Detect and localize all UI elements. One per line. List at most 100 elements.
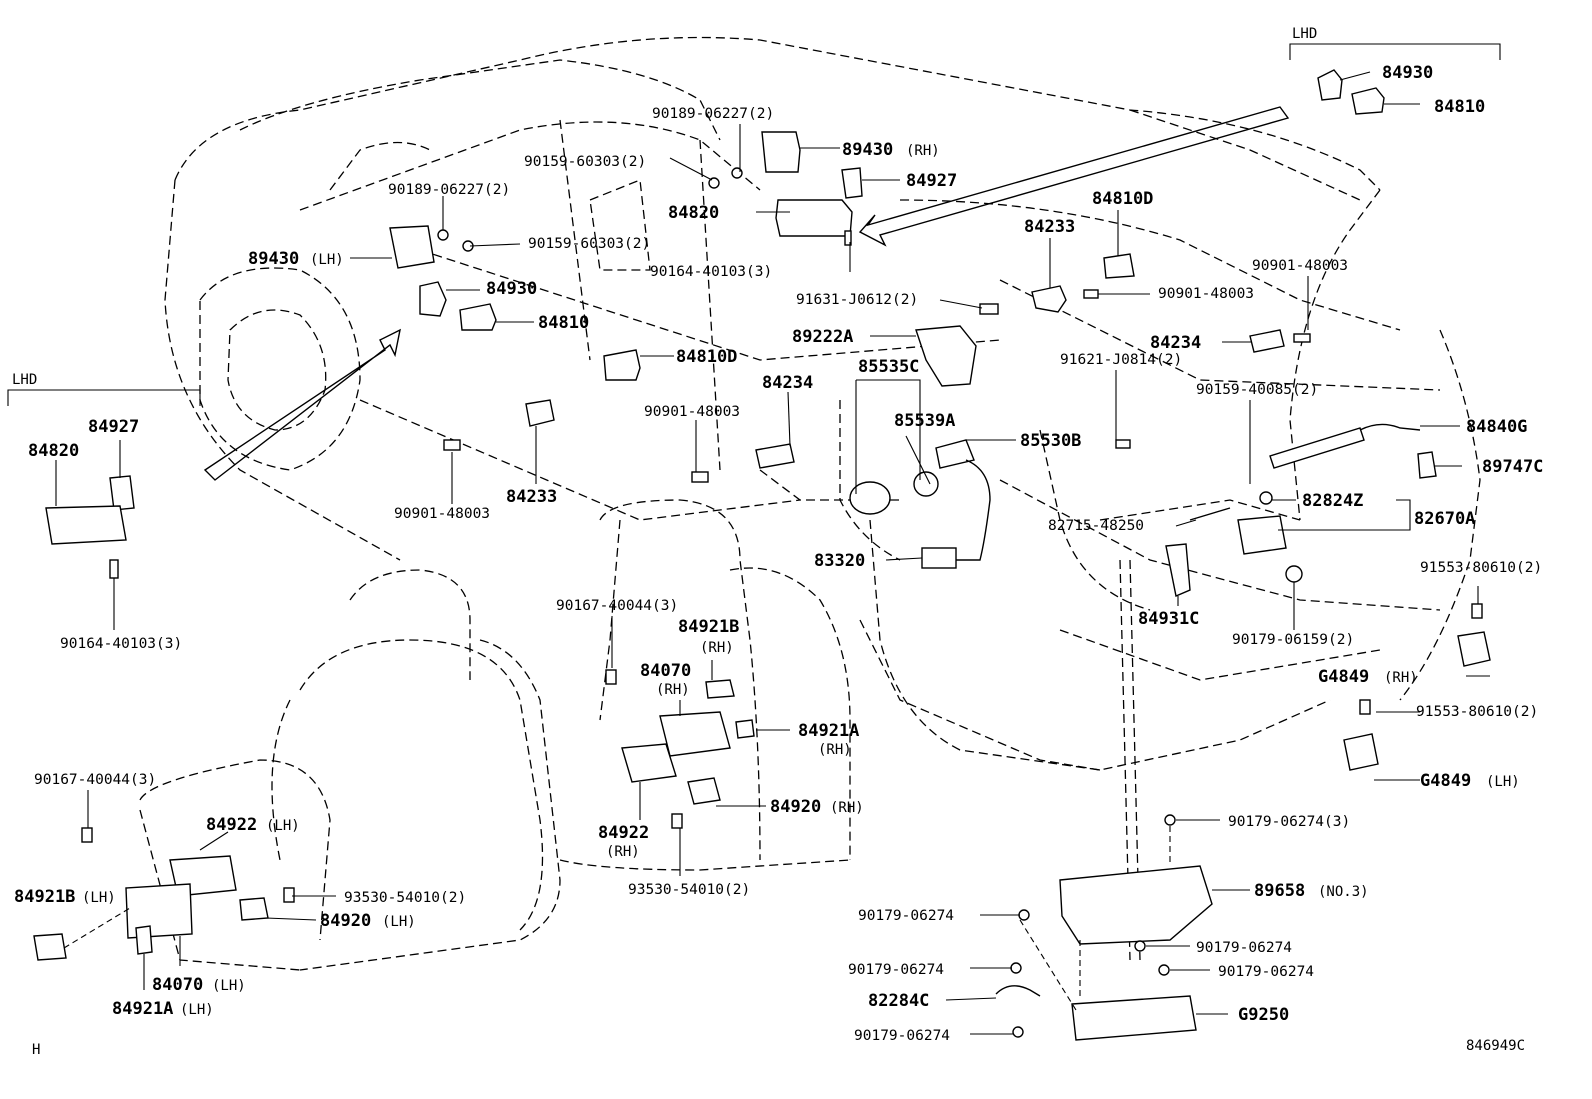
cover-89747c-icon [1417,451,1437,479]
label-93530-lh: 93530-54010(2) [344,890,466,906]
label-90901-c: 90901-48003 [644,404,740,420]
switch-84810d-top-icon [1103,253,1135,279]
label-84921a-lh: 84921A [112,999,173,1019]
part-labels: LHD LHD 84930 84810 90189-06227(2) 90159… [12,26,1543,1058]
label-91553-a: 91553-80610(2) [1420,560,1542,576]
label-84921b-rh-suffix: (RH) [700,640,734,656]
label-g4849rh-suffix: (RH) [1384,670,1418,686]
label-84233-mid: 84233 [506,487,557,507]
label-82824z: 82824Z [1302,491,1363,511]
label-90164-left: 90164-40103(3) [60,636,182,652]
label-91553-b: 91553-80610(2) [1416,704,1538,720]
ecu-89658-icon [1059,865,1213,945]
bracket-89222a-icon [915,325,977,387]
label-82284c: 82284C [868,991,929,1011]
label-84234-mid: 84234 [762,373,813,393]
footer-h-label: H [32,1042,40,1058]
sensor-g4849lh-icon [1343,733,1379,771]
ecu-82670a-icon [1237,515,1287,555]
knob-84921a-lh-icon [135,925,153,955]
label-84920-rh: 84920 [770,797,821,817]
label-84820-mid: 84820 [668,203,719,223]
label-84920-lh: 84920 [320,911,371,931]
label-84070-lh: 84070 [152,975,203,995]
label-84233-top: 84233 [1024,217,1075,237]
label-89658-suffix: (NO.3) [1318,884,1369,900]
rear-seat-outline [559,499,851,871]
switch-84927-left-icon [109,475,135,511]
sensor-84234-icon [1249,329,1285,353]
label-90159-b: 90159-60303(2) [528,236,650,252]
label-90179-c: 90179-06274 [848,962,944,978]
label-90179-06274-3: 90179-06274(3) [1228,814,1350,830]
label-90179-a: 90179-06274 [858,908,954,924]
label-84070-rh: 84070 [640,661,691,681]
label-84820-left: 84820 [28,441,79,461]
label-90189-top: 90189-06227(2) [652,106,774,122]
connector-84920-lh-icon [239,897,269,921]
label-84070-lh-suffix: (LH) [212,978,246,994]
sensor-84233-mid-icon [525,399,555,427]
label-90179-d: 90179-06274 [1218,964,1314,980]
switch-84810-top-icon [1351,87,1385,115]
label-84921a-rh-suffix: (RH) [818,742,852,758]
label-84921b-lh: 84921B [14,887,75,907]
switch-84810-icon [459,303,497,331]
connector-84920-rh-icon [687,777,721,805]
label-g4849lh: G4849 [1420,771,1471,791]
label-90179-e: 90179-06274 [854,1028,950,1044]
switch-84931c-icon [1165,543,1191,597]
knob-84921b-lh-icon [33,933,67,961]
label-91621: 91621-J0814(2) [1060,352,1182,368]
label-84927-mid: 84927 [906,171,957,191]
clamp-82824z-icon [1259,491,1273,505]
lhd-label-left: LHD [12,372,37,388]
sensor-84234-mid-icon [755,443,795,469]
label-89430lh: 89430 [248,249,299,269]
label-84922-lh-suffix: (LH) [266,818,300,834]
label-84930-mid: 84930 [486,279,537,299]
label-84234-right: 84234 [1150,333,1201,353]
direction-arrows [203,106,1290,481]
switch-84840g-icon [1269,427,1365,469]
label-89747c: 89747C [1482,457,1543,477]
label-89658: 89658 [1254,881,1305,901]
label-84810d-top: 84810D [1092,189,1153,209]
label-90159-40085: 90159-40085(2) [1196,382,1318,398]
knob-84921a-rh-icon [735,719,755,739]
knob-84921b-rh-icon [705,679,735,699]
label-90159-a: 90159-60303(2) [524,154,646,170]
label-83320: 83320 [814,551,865,571]
label-84921b-rh: 84921B [678,617,739,637]
label-90901-b: 90901-48003 [1158,286,1254,302]
diagram-id: 846949C [1466,1038,1525,1054]
label-84927-left: 84927 [88,417,139,437]
label-90179-b: 90179-06274 [1196,940,1292,956]
motor-85530b-icon [935,439,975,469]
label-84840g: 84840G [1466,417,1527,437]
label-84920-lh-suffix: (LH) [382,914,416,930]
label-90189-left: 90189-06227(2) [388,182,510,198]
label-89430lh-suffix: (LH) [310,252,344,268]
switch-84820-icon [775,199,853,237]
label-82670a: 82670A [1414,509,1475,529]
ecu-g9250-icon [1071,995,1197,1041]
front-seat-outline [139,569,561,971]
label-90901-d: 90901-48003 [394,506,490,522]
relay-89430rh-icon [761,131,801,173]
label-85539a: 85539A [894,411,955,431]
label-g4849lh-suffix: (LH) [1486,774,1520,790]
switch-84070-lh-icon [125,883,193,939]
label-91631: 91631-J0612(2) [796,292,918,308]
switch-84820-left-icon [45,505,127,545]
lhd-left-bracket [7,389,201,406]
switch-84927-icon [841,167,863,199]
relay-89430lh-icon [389,225,435,269]
label-90164-mid: 90164-40103(3) [650,264,772,280]
label-85530b: 85530B [1020,431,1081,451]
label-g4849rh: G4849 [1318,667,1369,687]
label-84810d-mid: 84810D [676,347,737,367]
label-84810-top: 84810 [1434,97,1485,117]
